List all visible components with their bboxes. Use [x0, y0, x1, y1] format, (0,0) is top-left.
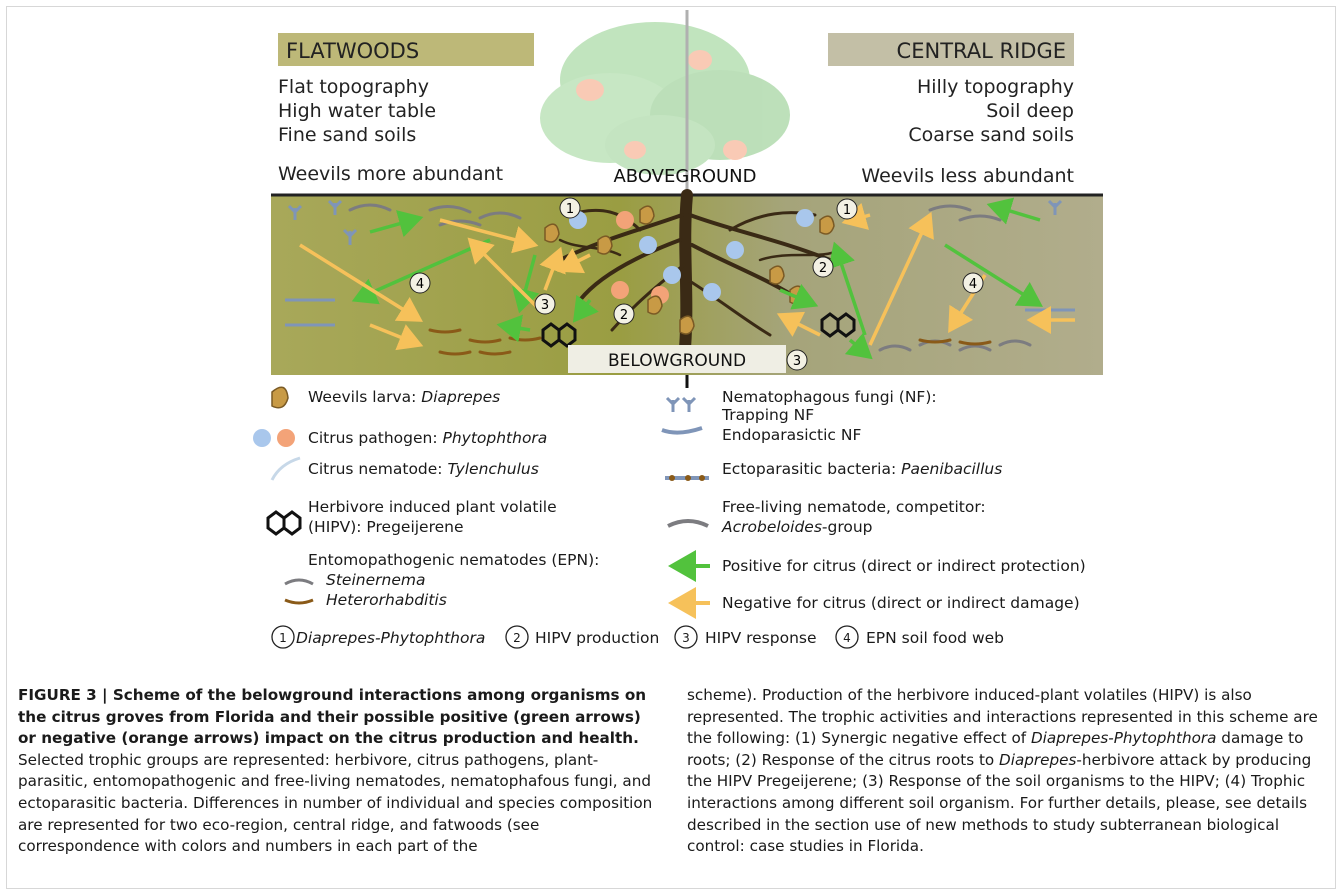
caption-text-2c: damage to roots; (2) Response of the cit…: [687, 729, 1304, 769]
legend-hipv-1: Herbivore induced plant volatile: [308, 498, 557, 516]
free-living-nematodes-left: [348, 203, 522, 227]
figure-scheme: FLATWOODS Flat topography High water tab…: [253, 10, 1103, 649]
key-1-text: Diaprepes-Phytophthora: [296, 629, 485, 647]
caption-title: FIGURE 3 | Scheme of the belowground int…: [18, 686, 647, 748]
legend-weevil: Weevils larva: Diaprepes: [308, 388, 500, 406]
legend-free-1: Free-living nematode, competitor:: [722, 498, 986, 516]
flatwoods-title: FLATWOODS: [286, 39, 419, 63]
phytophthora-spores: [569, 209, 814, 304]
legend-nf-3: Endoparasictic NF: [722, 426, 861, 444]
caption-left-column: FIGURE 3 | Scheme of the belowground int…: [18, 685, 659, 858]
belowground-label: BELOWGROUND: [608, 351, 746, 371]
marker-1-left: 1: [566, 202, 574, 217]
trapping-fungi-icon: [665, 396, 697, 412]
legend-tylenchulus: Citrus nematode: Tylenchulus: [308, 460, 539, 478]
caption-text-2e: -herbivore attack by producing the HIPV …: [687, 750, 1312, 856]
key-row: 1 Diaprepes-Phytophthora 2 HIPV producti…: [271, 625, 1004, 649]
legend-right: Nematophagous fungi (NF): Trapping NF En…: [661, 388, 1086, 619]
endoparasitic-fungi-icon: [661, 426, 703, 435]
key-4-text: EPN soil food web: [866, 629, 1004, 647]
nematophagous-fungi-left-icon: [287, 199, 358, 245]
marker-3-right: 3: [793, 354, 801, 369]
flatwoods-line-3: Fine sand soils: [278, 124, 416, 146]
marker-1-right: 1: [843, 203, 851, 218]
legend-epn-steinernema: Steinernema: [326, 571, 425, 589]
aboveground-label: ABOVEGROUND: [613, 166, 756, 187]
legend-left: Weevils larva: Diaprepes Citrus pathogen…: [253, 386, 599, 609]
legend-negative: Negative for citrus (direct or indirect …: [722, 594, 1080, 612]
key-1-number: 1: [279, 631, 287, 645]
key-3-text: HIPV response: [705, 629, 817, 647]
central-ridge-line-3: Coarse sand soils: [908, 124, 1074, 146]
central-ridge-weevils: Weevils less abundant: [861, 165, 1074, 187]
key-3-number: 3: [682, 631, 690, 645]
free-living-nematode-icon: [667, 519, 709, 528]
heterorhabditis-icon: [284, 598, 314, 605]
marker-3-left: 3: [541, 298, 549, 313]
hipv-molecule-left-icon: [541, 322, 577, 348]
central-ridge-line-1: Hilly topography: [917, 76, 1074, 98]
citrus-tree-canopy: [540, 22, 790, 175]
flatwoods-header: [278, 33, 534, 66]
caption-right-column: scheme). Production of the herbivore ind…: [687, 685, 1328, 858]
key-4-number: 4: [843, 631, 851, 645]
legend-hipv-2: (HIPV): Pregeijerene: [308, 518, 464, 536]
flatwoods-line-2: High water table: [278, 100, 436, 122]
phytophthora-blue-icon: [253, 429, 271, 447]
tylenchulus-icon: [270, 456, 301, 481]
nematophagous-fungi-right-icon: [1047, 199, 1063, 215]
belowground-box: [568, 345, 786, 373]
steinernema-icon: [284, 578, 314, 586]
marker-group: 1 1 2 2 3 3 4 4: [409, 197, 984, 371]
central-ridge-title: CENTRAL RIDGE: [897, 39, 1066, 63]
positive-arrows: [351, 197, 1043, 360]
negative-arrows: [299, 202, 1075, 351]
legend-phytophthora: Citrus pathogen: Phytophthora: [308, 429, 547, 447]
marker-2-left: 2: [620, 308, 628, 323]
central-ridge-line-2: Soil deep: [986, 100, 1074, 122]
legend-nf-1: Nematophagous fungi (NF):: [722, 388, 937, 406]
page-frame: [6, 6, 1336, 889]
flatwoods-line-1: Flat topography: [278, 76, 429, 98]
legend-nf-2: Trapping NF: [721, 406, 814, 424]
hipv-icon: [266, 510, 302, 536]
caption-text-2a: scheme). Production of the herbivore ind…: [687, 686, 1318, 748]
caption-italic-1: Diaprepes-Phytophthora: [1030, 729, 1217, 748]
phytophthora-orange-icon: [277, 429, 295, 447]
central-ridge-header: [828, 33, 1074, 66]
key-2-number: 2: [513, 631, 521, 645]
key-2-text: HIPV production: [535, 629, 659, 647]
flatwoods-weevils: Weevils more abundant: [278, 163, 503, 185]
epn-heterorhabditis-right: [918, 338, 992, 346]
figure-caption: FIGURE 3 | Scheme of the belowground int…: [18, 685, 1328, 858]
weevil-larva-icon: [271, 386, 289, 409]
legend-bacteria: Ectoparasitic bacteria: Paenibacillus: [722, 460, 1002, 478]
legend-epn-1: Entomopathogenic nematodes (EPN):: [308, 551, 599, 569]
marker-4-left: 4: [416, 277, 424, 292]
legend-free-2: Acrobeloides-group: [721, 518, 873, 536]
hipv-molecule-right-icon: [820, 312, 856, 338]
marker-4-right: 4: [969, 277, 977, 292]
caption-text-1: Selected trophic groups are represented:…: [18, 750, 653, 856]
legend-epn-heterorhabditis: Heterorhabditis: [326, 591, 447, 609]
ectoparasitic-bacteria-left-icon: [285, 298, 335, 327]
caption-italic-2: Diaprepes: [999, 750, 1077, 769]
marker-2-right: 2: [819, 261, 827, 276]
legend-positive: Positive for citrus (direct or indirect …: [722, 557, 1086, 575]
